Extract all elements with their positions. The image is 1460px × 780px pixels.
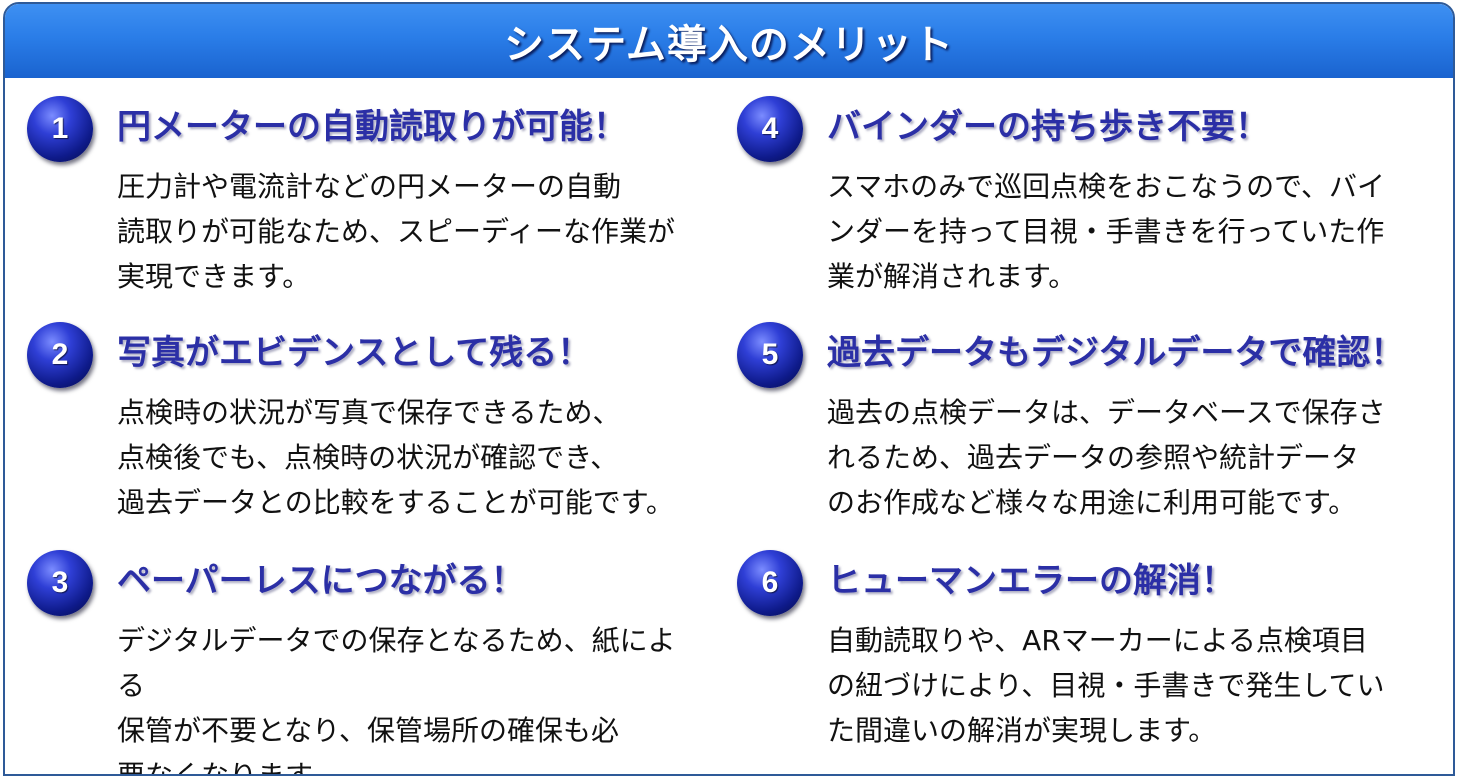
- description-line: 読取りが可能なため、スピーディーな作業が: [117, 215, 676, 248]
- merit-description: スマホのみで巡回点検をおこなうので、バイ ンダーを持って目視・手書きを行っていた…: [827, 164, 1387, 299]
- description-line: スマホのみで巡回点検をおこなうので、バイ: [827, 170, 1386, 203]
- description-line: 過去データとの比較をすることが可能です。: [117, 486, 674, 519]
- description-line: 点検時の状況が写真で保存できるため、: [117, 396, 621, 429]
- merit-title: 写真がエビデンスとして残る！: [117, 333, 592, 373]
- description-line: 要なくなります。: [117, 759, 339, 776]
- merit-description: 自動読取りや、ARマーカーによる点検項目 の紐づけにより、目視・手書きで発生して…: [827, 618, 1387, 753]
- description-line: 業が解消されます。: [827, 260, 1077, 293]
- description-line: のお作成など様々な用途に利用可能です。: [827, 486, 1357, 519]
- number-badge: 2: [27, 322, 93, 388]
- merit-title: 過去データもデジタルデータで確認！: [827, 333, 1405, 373]
- merit-title: バインダーの持ち歩き不要！: [827, 107, 1269, 147]
- merit-title: ヒューマンエラーの解消！: [827, 561, 1235, 601]
- description-line: 圧力計や電流計などの円メーターの自動: [117, 170, 622, 203]
- merit-description: 圧力計や電流計などの円メーターの自動 読取りが可能なため、スピーディーな作業が …: [117, 164, 677, 299]
- description-line: 点検後でも、点検時の状況が確認でき、: [117, 441, 619, 474]
- number-badge: 1: [27, 96, 93, 162]
- merit-title: ペーパーレスにつながる！: [117, 561, 525, 601]
- description-line: ンダーを持って目視・手書きを行っていた作: [827, 215, 1385, 248]
- number-badge: 5: [737, 322, 803, 388]
- merits-panel: システム導入のメリット 1 円メーターの自動読取りが可能！ 圧力計や電流計などの…: [3, 2, 1455, 776]
- description-line: れるため、過去データの参照や統計データ: [827, 441, 1360, 474]
- number-badge: 3: [27, 550, 93, 616]
- panel-title: システム導入のメリット: [504, 22, 954, 68]
- description-line: 自動読取りや、ARマーカーによる点検項目: [827, 624, 1368, 657]
- merit-description: 点検時の状況が写真で保存できるため、 点検後でも、点検時の状況が確認でき、 過去…: [117, 390, 677, 525]
- number-badge: 4: [737, 96, 803, 162]
- description-line: の紐づけにより、目視・手書きで発生してい: [827, 669, 1385, 702]
- description-line: 過去の点検データは、データベースで保存さ: [827, 396, 1386, 429]
- panel-header: システム導入のメリット: [5, 4, 1453, 78]
- merit-title: 円メーターの自動読取りが可能！: [117, 107, 627, 147]
- description-line: 保管が不要となり、保管場所の確保も必: [117, 714, 620, 747]
- description-line: た間違いの解消が実現します。: [827, 714, 1217, 747]
- merit-description: 過去の点検データは、データベースで保存さ れるため、過去データの参照や統計データ…: [827, 390, 1387, 525]
- merit-description: デジタルデータでの保存となるため、紙による 保管が不要となり、保管場所の確保も必…: [117, 618, 677, 776]
- description-line: 実現できます。: [117, 260, 311, 293]
- number-badge: 6: [737, 550, 803, 616]
- description-line: デジタルデータでの保存となるため、紙による: [117, 624, 676, 702]
